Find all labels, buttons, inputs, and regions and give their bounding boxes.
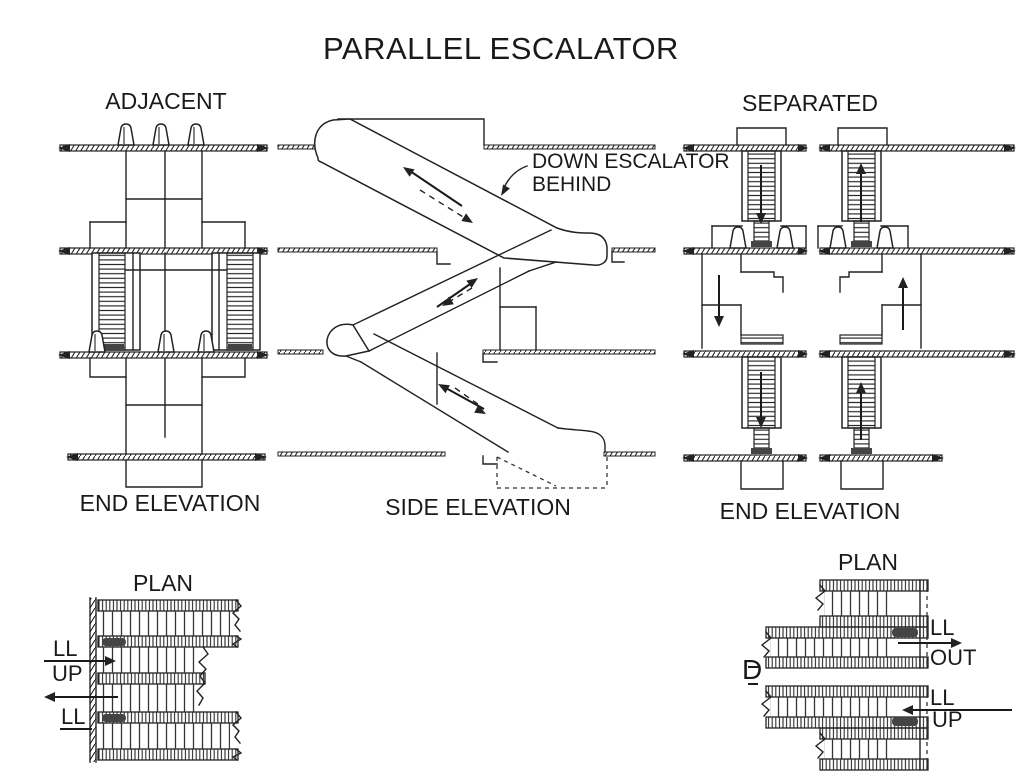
plan-right-d-label: D [742, 654, 763, 685]
plan-left-heading: PLAN [132, 570, 194, 596]
escalator-truss-lower-left [741, 356, 782, 454]
down-arrow-icon [714, 275, 724, 327]
down-arrow-icon [756, 165, 766, 224]
hoistway-outline-upper [89, 150, 246, 249]
pit-outlines [740, 460, 884, 490]
plan-right-drawing [748, 579, 1012, 771]
step-treads [100, 611, 230, 749]
plan-right-out-label: OUT [930, 645, 977, 670]
adjacent-caption: END ELEVATION [79, 490, 261, 516]
floor-slabs [58, 144, 269, 461]
travel-direction-arrows-lower [438, 384, 486, 414]
annotation-line-2: BEHIND [532, 173, 612, 196]
plan-right-ll-out-label: LL [930, 615, 955, 640]
handrail-newels-top [117, 123, 205, 146]
separated-caption: END ELEVATION [719, 498, 901, 524]
up-arrow-icon [898, 277, 908, 330]
exit-arrow-icon [898, 638, 962, 648]
exit-arrow-icon [44, 692, 118, 702]
plan-left-ll-in-label: LL [53, 636, 78, 661]
slab-end-points [58, 144, 269, 461]
adjacent-end-elevation-drawing [58, 123, 269, 488]
lower-landing-edge [89, 597, 97, 763]
floor-slabs [682, 144, 1016, 462]
escalator-flight-middle [326, 229, 557, 357]
adjacent-heading: ADJACENT [105, 88, 227, 114]
plan-left-drawing [44, 597, 243, 763]
pit-outline [125, 459, 203, 488]
hoistway-outline-lower [89, 357, 246, 455]
break-lines [196, 599, 243, 761]
separated-heading: SEPARATED [742, 90, 878, 116]
wellway-stubs-top [711, 225, 909, 249]
middle-well-left [701, 253, 784, 349]
escalator-flight-upper [314, 118, 608, 266]
dimension-ticks [748, 666, 758, 685]
landing-support [499, 267, 537, 351]
escalator-truss-upper-right [841, 150, 882, 247]
floor-lines [277, 144, 656, 465]
side-elevation-drawing [277, 118, 656, 489]
landing-edges [919, 579, 928, 771]
down-escalator-pit-dashed [496, 456, 608, 489]
plan-right-ll-up-label: LL [930, 685, 955, 710]
middle-well-right [839, 253, 922, 349]
separated-end-elevation-drawing [682, 127, 1016, 490]
newel-nose [326, 323, 371, 357]
landing-enclosures-top [736, 127, 888, 146]
down-arrow-icon [756, 372, 766, 428]
escalator-truss-lower-right [841, 356, 882, 454]
travel-direction-arrows-upper [403, 167, 473, 223]
break-lines [760, 584, 827, 759]
down-escalator-annotation: DOWN ESCALATOR BEHIND [532, 150, 730, 196]
balustrade-bands [97, 599, 239, 761]
side-elevation-caption: SIDE ELEVATION [385, 494, 571, 520]
diagram-title: PARALLEL ESCALATOR [323, 31, 679, 66]
up-arrow-icon [856, 163, 866, 222]
plan-left-up-label: UP [52, 661, 83, 686]
slab-end-points [682, 144, 1016, 462]
escalator-truss-upper-left [741, 150, 782, 247]
boarding-arrow-icon [902, 705, 1012, 715]
up-arrow-icon [856, 382, 866, 440]
handrail-newels-bottom [88, 330, 215, 353]
escalator-truss-right [211, 252, 261, 351]
annotation-leader-arrow [501, 165, 528, 196]
plan-right-heading: PLAN [837, 549, 899, 575]
handrail-newels-mid [729, 226, 894, 249]
travel-direction-arrows-middle [436, 278, 478, 308]
annotation-line-1: DOWN ESCALATOR [532, 150, 730, 173]
plan-right-up-label: UP [932, 707, 963, 732]
boarding-arrow-icon [44, 656, 116, 666]
plan-left-ll-out-label: LL [61, 704, 86, 729]
escalator-flight-lower [345, 333, 606, 453]
step-treads [770, 591, 894, 759]
